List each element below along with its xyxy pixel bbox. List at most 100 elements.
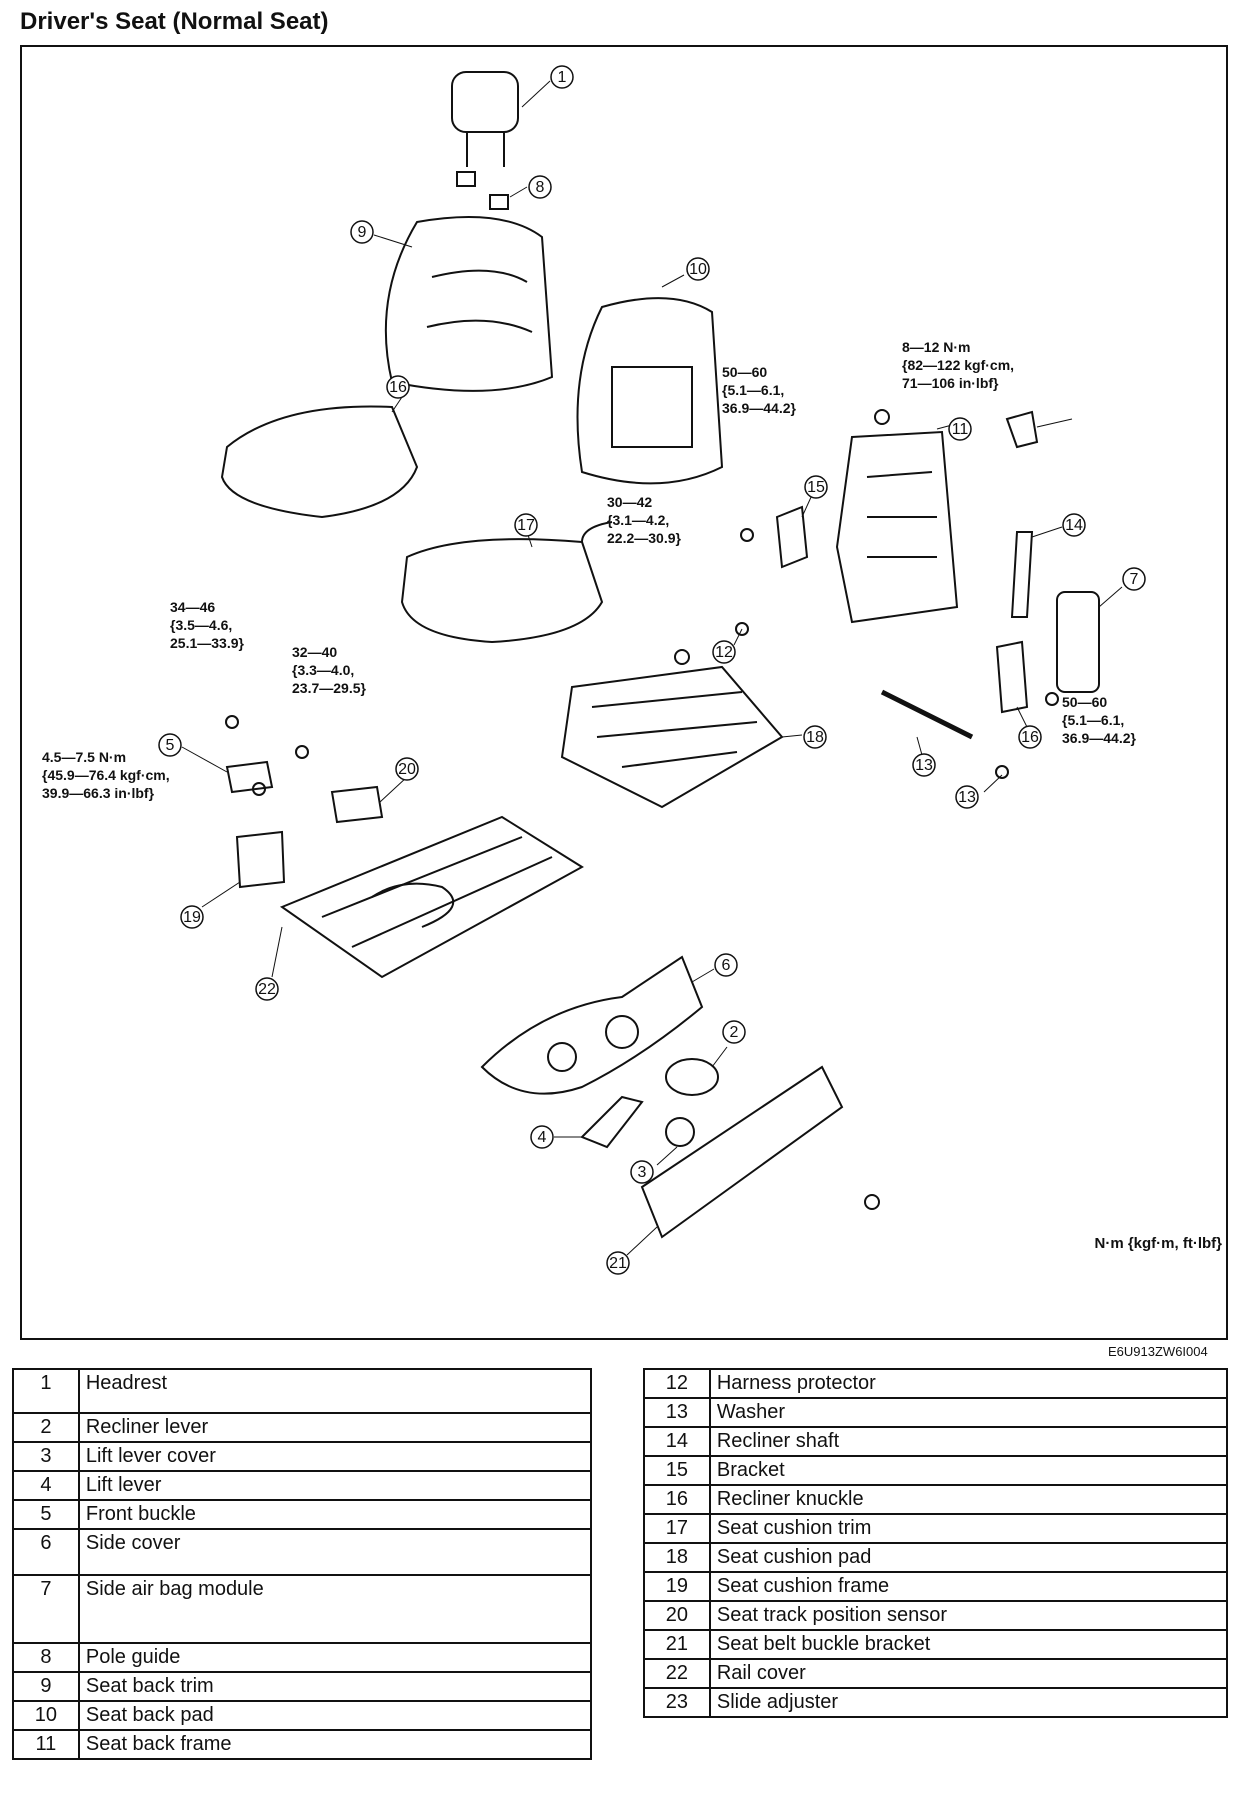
page-title: Driver's Seat (Normal Seat) [20,8,329,35]
lift-lever-cover-shape [665,1117,695,1147]
seat-back-pad-shape [576,297,724,485]
part-number: 19 [643,1571,711,1602]
callout-6: 6 [714,953,738,977]
torque-layer: 8—12 N·m{82—122 kgf·cm,71—106 in·lbf}50—… [42,339,1136,801]
torque-spec-t7: 50—60{5.1—6.1,36.9—44.2} [1062,694,1136,746]
svg-text:7: 7 [1130,571,1139,588]
callout-16: 16 [1018,725,1042,749]
part-name: Seat cushion trim [708,1513,1229,1544]
svg-text:12: 12 [715,644,733,661]
part-name: Seat cushion pad [708,1542,1229,1573]
seat-cushion-frame-shape [560,665,784,809]
svg-text:20: 20 [398,761,416,778]
callout-3: 3 [630,1160,654,1184]
svg-text:3: 3 [638,1164,647,1181]
svg-text:16: 16 [389,379,407,396]
callout-11: 11 [948,417,972,441]
part-number: 10 [12,1700,80,1731]
part-name: Side air bag module [77,1574,593,1644]
torque-spec-t6: 4.5—7.5 N·m{45.9—76.4 kgf·cm,39.9—66.3 i… [42,749,170,801]
svg-text:21: 21 [609,1255,627,1272]
recliner-shaft-shape [880,689,974,740]
part-number: 13 [643,1397,711,1428]
part-number: 22 [643,1658,711,1689]
callout-13: 13 [955,785,979,809]
side-cover-shape [480,955,704,1095]
svg-text:11: 11 [952,421,969,438]
callout-15: 15 [804,475,828,499]
svg-text:22: 22 [258,981,276,998]
callout-16: 16 [386,375,410,399]
part-name: Bracket [708,1455,1229,1486]
svg-text:19: 19 [183,909,201,926]
side-air-bag-module-shape [1056,591,1100,693]
part-number: 1 [12,1368,80,1414]
part-name: Seat track position sensor [708,1600,1229,1631]
callout-1: 1 [550,65,574,89]
svg-text:4: 4 [538,1129,547,1146]
part-name: Seat back pad [77,1700,593,1731]
part-number: 21 [643,1629,711,1660]
seat-back-trim-shape [384,216,554,392]
figure-code: E6U913ZW6I004 [1108,1344,1208,1359]
svg-text:6: 6 [722,957,731,974]
seat-belt-buckle-bracket-shape [330,785,384,824]
callout-10: 10 [686,257,710,281]
part-number: 2 [12,1412,80,1443]
units-note: N·m {kgf·m, ft·lbf} [1094,1235,1223,1252]
part-name: Rail cover [708,1658,1229,1689]
part-name: Side cover [77,1528,593,1576]
callout-21: 21 [606,1251,630,1275]
svg-text:1: 1 [558,69,567,86]
torque-spec-t3: 30—42{3.1—4.2,22.2—30.9} [607,494,681,546]
part-name: Front buckle [77,1499,593,1530]
part-name: Seat back trim [77,1671,593,1702]
part-number: 7 [12,1574,80,1644]
svg-text:14: 14 [1065,517,1083,534]
callout-18: 18 [803,725,827,749]
callout-13: 13 [912,753,936,777]
part-name: Washer [708,1397,1229,1428]
part-name: Seat belt buckle bracket [708,1629,1229,1660]
part-name: Harness protector [708,1368,1229,1399]
part-number: 16 [643,1484,711,1515]
callout-12: 12 [712,640,736,664]
svg-text:5: 5 [166,737,175,754]
torque-spec-t2: 50—60{5.1—6.1,36.9—44.2} [722,364,796,416]
part-number: 23 [643,1687,711,1718]
svg-text:2: 2 [730,1024,739,1041]
part-name: Recliner lever [77,1412,593,1443]
part-number: 17 [643,1513,711,1544]
part-number: 6 [12,1528,80,1576]
svg-text:13: 13 [958,789,976,806]
part-number: 4 [12,1470,80,1501]
callout-22: 22 [255,977,279,1001]
part-number: 12 [643,1368,711,1399]
part-name: Recliner shaft [708,1426,1229,1457]
recliner-lever-shape [665,1058,719,1096]
seat-cushion-pad-shape [400,538,604,644]
callout-14: 14 [1062,513,1086,537]
slide-adjuster-shape [279,815,584,979]
callout-2: 2 [722,1020,746,1044]
part-number: 9 [12,1671,80,1702]
part-number: 3 [12,1441,80,1472]
svg-text:18: 18 [806,729,824,746]
part-number: 15 [643,1455,711,1486]
